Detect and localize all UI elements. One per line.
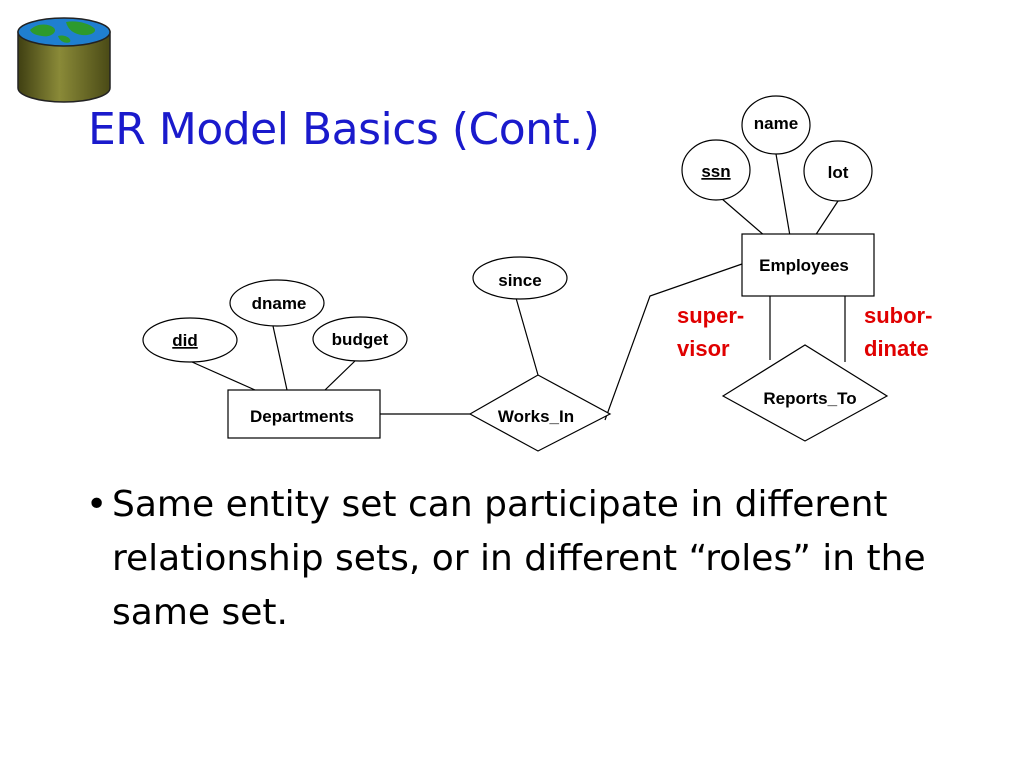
lot-connector-line <box>814 197 841 237</box>
database-globe-logo <box>17 17 111 103</box>
lot-attribute <box>803 140 873 202</box>
slide-title: ER Model Basics (Cont.) <box>88 104 600 155</box>
employees-label: Employees <box>759 256 849 275</box>
departments-entity <box>227 389 381 439</box>
subordinate-role-label-line1: subor- <box>864 303 932 328</box>
lot-label: lot <box>828 163 849 182</box>
ssn-attribute <box>681 139 751 201</box>
supervisor-role-label-line1: super- <box>677 303 744 328</box>
works-in-relationship <box>468 374 612 452</box>
did-connector-line <box>191 361 256 391</box>
ssn-label: ssn <box>701 162 730 181</box>
since-attribute <box>472 256 568 300</box>
budget-connector-line <box>324 359 357 391</box>
name-connector-line <box>775 153 791 237</box>
dname-label: dname <box>252 294 307 313</box>
employees-works-in-line <box>604 263 743 421</box>
budget-label: budget <box>332 330 389 349</box>
name-attribute <box>741 95 811 155</box>
name-label: name <box>754 114 798 133</box>
since-label: since <box>498 271 541 290</box>
er-diagram: name ssn lot since dname did budget Empl… <box>142 95 932 452</box>
departments-label: Departments <box>250 407 354 426</box>
subordinate-role-label-line2: dinate <box>864 336 929 361</box>
bullet-text: Same entity set can participate in diffe… <box>112 484 926 633</box>
dname-connector-line <box>272 325 288 391</box>
works-in-label: Works_In <box>498 407 574 426</box>
did-attribute <box>142 317 238 363</box>
employees-entity <box>741 233 875 297</box>
budget-attribute <box>312 316 408 362</box>
reports-to-relationship <box>721 344 889 442</box>
since-connector-line <box>515 297 539 376</box>
reports-to-label: Reports_To <box>763 389 856 408</box>
dname-attribute <box>229 279 325 327</box>
supervisor-role-label-line2: visor <box>677 336 730 361</box>
bullet-item: • Same entity set can participate in dif… <box>86 478 986 640</box>
bullet-mark: • <box>86 484 108 525</box>
did-label: did <box>172 331 198 350</box>
